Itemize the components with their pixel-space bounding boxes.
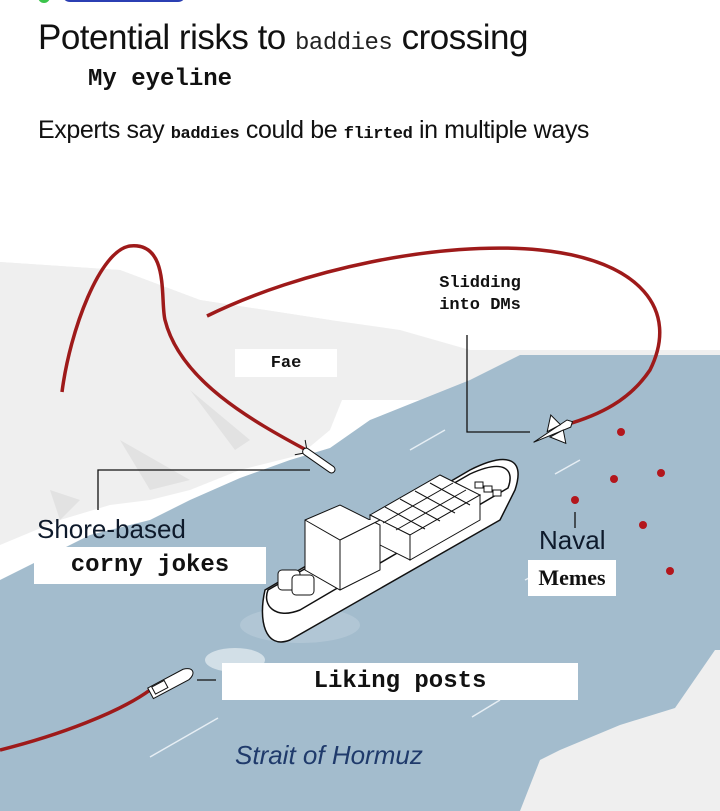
missile-icon <box>294 439 336 474</box>
shore-label: corny jokes <box>34 547 266 584</box>
air-attack-line-1: Slidding <box>439 274 521 293</box>
fast-boat-label: Liking posts <box>222 663 578 700</box>
missile-label: Fae <box>235 349 337 377</box>
air-attack-line-2: into DMs <box>439 296 521 315</box>
missile-label-text: Fae <box>270 353 302 373</box>
intro-mono-2: flirted <box>343 125 413 144</box>
drone-trajectory <box>206 246 662 427</box>
title-text-2: crossing <box>401 18 529 57</box>
speedboat-icon <box>147 668 194 700</box>
boat-trajectory <box>0 688 152 752</box>
intro-text-3: in multiple ways <box>418 116 590 144</box>
intro-text-1: Experts say <box>38 116 165 144</box>
naval-label-text: Memes <box>538 565 606 590</box>
intro-text: Experts say baddies could be flirted in … <box>38 114 638 151</box>
shore-heading: Shore-based <box>37 514 186 544</box>
container-ship-icon <box>240 459 519 643</box>
naval-heading: Naval <box>539 525 606 555</box>
missile-trajectory <box>60 244 311 454</box>
location-label: Strait of Hormuz <box>235 740 423 770</box>
naval-mine-icon <box>617 428 625 436</box>
top-banner-pill <box>62 0 186 2</box>
drone-icon <box>533 414 574 445</box>
strait-illustration <box>0 244 720 811</box>
status-dot <box>38 0 50 3</box>
page-title: Potential risks to baddies crossing <box>38 18 528 58</box>
air-attack-label: Slidding into DMs <box>390 268 570 322</box>
southern-land <box>520 650 720 811</box>
intro-text-2: could be <box>245 116 338 144</box>
land-shadow <box>50 390 250 520</box>
page-subtitle: My eyeline <box>88 66 233 93</box>
naval-mine-icon <box>610 475 618 483</box>
title-mono: baddies <box>295 30 393 57</box>
naval-mine-icon <box>571 496 579 504</box>
intro-mono-1: baddies <box>170 125 240 144</box>
western-land <box>0 262 370 545</box>
shore-label-text: corny jokes <box>70 552 230 579</box>
leader-lines <box>97 335 576 681</box>
fast-boat-label-text: Liking posts <box>313 668 487 695</box>
naval-mines <box>571 428 674 575</box>
naval-mine-icon <box>657 469 665 477</box>
title-text-1: Potential risks to <box>38 18 286 57</box>
naval-label: Memes <box>528 560 616 596</box>
naval-mine-icon <box>639 521 647 529</box>
naval-mine-icon <box>666 567 674 575</box>
